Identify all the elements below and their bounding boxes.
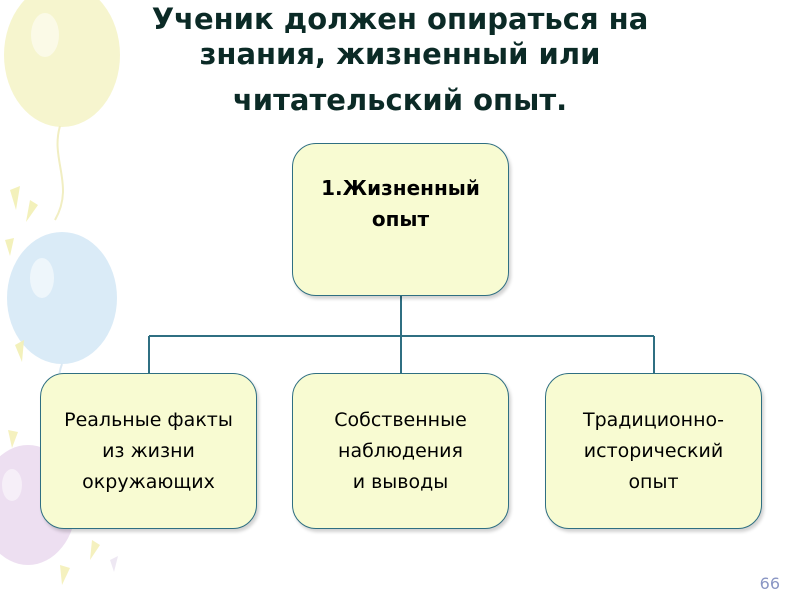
slide-number: 66 — [759, 574, 780, 593]
child-node-label: Реальные факты из жизни окружающих — [64, 408, 233, 493]
title-line-3: читательский опыт. — [232, 83, 568, 117]
confetti — [10, 186, 20, 210]
child-node-traditional: Традиционно- исторический опыт — [545, 373, 762, 529]
root-node: 1.Жизненный опыт — [292, 143, 509, 296]
child-node-label: Собственные наблюдения и выводы — [334, 408, 467, 493]
root-node-label: 1.Жизненный опыт — [321, 175, 480, 231]
title-line-1: Ученик должен опираться на — [151, 2, 649, 36]
title-line-2: знания, жизненный или — [199, 37, 601, 71]
slide-title: Ученик должен опираться на знания, жизне… — [80, 2, 720, 128]
child-node-real-facts: Реальные факты из жизни окружающих — [40, 373, 257, 529]
child-node-label: Традиционно- исторический опыт — [582, 408, 725, 493]
child-node-observations: Собственные наблюдения и выводы — [292, 373, 509, 529]
